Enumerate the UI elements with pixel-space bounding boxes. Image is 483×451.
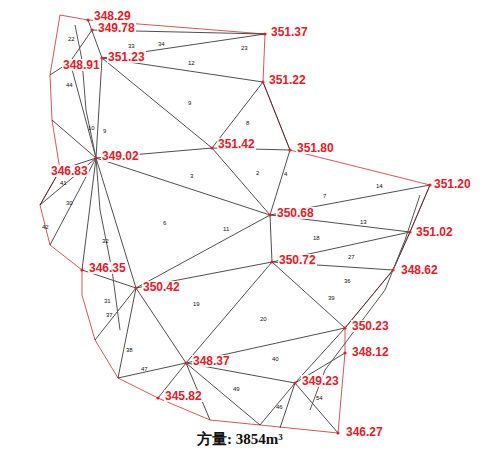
triangle-number: 2 [256, 170, 259, 176]
triangle-number: 9 [188, 100, 191, 106]
triangle-number: 4 [284, 171, 287, 177]
elevation-label: 349.78 [97, 22, 136, 34]
elevation-label: 351.20 [433, 178, 472, 190]
elevation-label: 351.37 [270, 26, 309, 38]
triangle-number: 12 [188, 60, 195, 66]
triangle-number: 31 [104, 298, 111, 304]
elevation-label: 350.68 [276, 207, 315, 219]
elevation-label: 350.72 [278, 254, 317, 266]
triangle-number: 19 [193, 301, 200, 307]
triangle-number: 3 [190, 173, 193, 179]
triangle-number: 37 [106, 312, 113, 318]
triangle-number: 7 [323, 193, 326, 199]
triangle-number: 13 [360, 219, 367, 225]
elevation-label: 345.82 [164, 390, 203, 402]
triangle-number: 10 [88, 125, 95, 131]
triangle-number: 47 [141, 366, 148, 372]
triangle-number: 54 [316, 395, 323, 401]
elevation-label: 346.27 [345, 426, 384, 438]
elevation-label: 351.42 [217, 138, 256, 150]
elevation-label: 348.62 [400, 264, 439, 276]
elevation-label: 346.35 [88, 262, 127, 274]
elevation-label: 350.23 [351, 320, 390, 332]
elevation-label: 350.42 [142, 281, 181, 293]
triangle-number: 36 [344, 278, 351, 284]
triangle-number: 41 [60, 180, 67, 186]
triangle-number: 33 [128, 43, 135, 49]
triangle-edges [40, 15, 430, 433]
elevation-label: 351.80 [296, 142, 335, 154]
elevation-label: 351.02 [415, 226, 454, 238]
elevation-label: 348.12 [351, 346, 390, 358]
triangle-number: 38 [126, 347, 133, 353]
triangle-number: 8 [246, 120, 249, 126]
triangle-number: 6 [163, 220, 166, 226]
triangle-number: 46 [276, 404, 283, 410]
triangle-number: 14 [376, 183, 383, 189]
elevation-label: 349.23 [301, 375, 340, 387]
elevation-label: 348.29 [93, 10, 132, 22]
triangle-number: 23 [241, 45, 248, 51]
triangle-number: 30 [66, 200, 73, 206]
triangle-number: 22 [68, 36, 75, 42]
triangle-number: 20 [260, 316, 267, 322]
break-lines [75, 25, 420, 410]
triangle-number: 18 [313, 235, 320, 241]
triangle-number: 32 [102, 238, 109, 244]
survey-points [58, 18, 431, 434]
elevation-label: 348.37 [192, 355, 231, 367]
volume-caption: 方量: 3854m³ [197, 432, 283, 447]
triangle-number: 27 [348, 254, 355, 260]
triangle-number: 9 [103, 128, 106, 134]
triangle-number: 49 [233, 386, 240, 392]
triangle-number: 11 [223, 226, 229, 232]
triangle-number: 44 [66, 82, 73, 88]
elevation-label: 351.22 [268, 74, 307, 86]
triangle-number: 34 [158, 41, 165, 47]
elevation-label: 351.23 [107, 51, 146, 63]
triangle-number: 39 [328, 295, 335, 301]
elevation-label: 346.83 [50, 165, 89, 177]
elevation-label: 348.91 [62, 59, 101, 71]
triangle-number: 42 [42, 224, 49, 230]
elevation-label: 349.02 [101, 150, 140, 162]
triangle-number: 40 [272, 356, 279, 362]
